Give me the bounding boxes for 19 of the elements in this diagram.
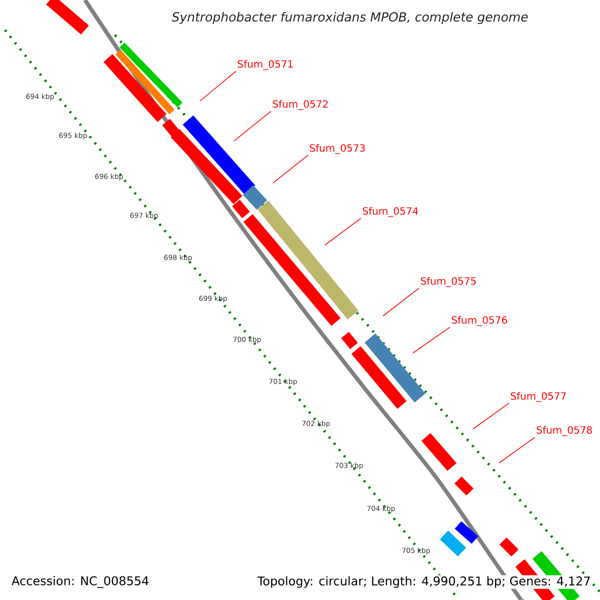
leader-line: [272, 154, 308, 184]
footer-text: Topology: circular; Length: 4,990,251 bp; Genes: 4,127: [256, 575, 592, 589]
gene-label: Sfum_0574: [362, 207, 418, 217]
gene-label: Sfum_0577: [510, 392, 566, 402]
gene-label: Sfum_0571: [238, 60, 293, 70]
gene-label: Sfum_0573: [310, 144, 365, 154]
gene-label: Sfum_0576: [452, 316, 507, 326]
leader-line: [382, 288, 420, 316]
footer-text: Accession: NC_008554: [12, 576, 148, 588]
leader-line: [324, 218, 362, 246]
leader-line: [472, 402, 510, 430]
leader-line: [200, 70, 236, 102]
leader-line: [234, 110, 272, 142]
title: Syntrophobacter fumaroxidans MPOB, complete genome: [172, 12, 528, 24]
leader-line: [412, 326, 450, 354]
leader-line: [498, 436, 536, 464]
gene-label: Sfum_0572: [272, 100, 328, 110]
gene-label: Sfum_0575: [420, 277, 476, 287]
gene-label: Sfum_0578: [536, 426, 592, 436]
